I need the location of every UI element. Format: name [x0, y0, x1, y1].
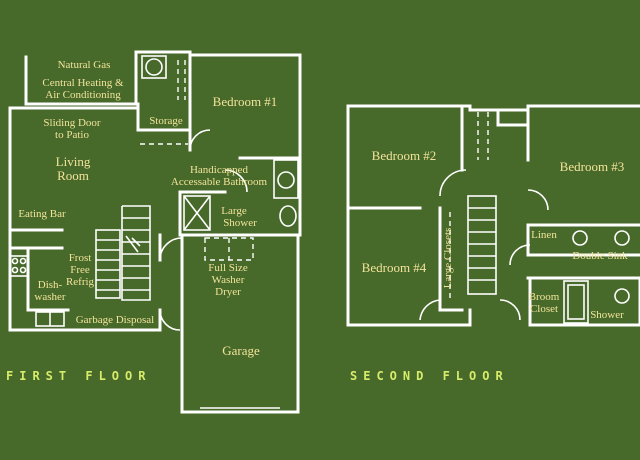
burner-icon [11, 257, 19, 265]
water-heater-icon [145, 58, 163, 76]
shower-label: Shower [590, 309, 624, 321]
door-swing [159, 309, 181, 331]
door-swing [499, 299, 521, 321]
storage-label: Storage [149, 115, 183, 127]
sink-icon [572, 230, 588, 246]
linen-label: Linen [531, 229, 557, 241]
bathtub [563, 280, 589, 324]
refrigerator-label-line1: Frost [69, 252, 92, 264]
garbage-disposal-label: Garbage Disposal [76, 314, 155, 326]
sink-icon [277, 171, 295, 189]
natural-gas-label: Natural Gas [58, 59, 111, 71]
tub [273, 159, 299, 199]
stair-block [121, 205, 151, 301]
door-swing [189, 129, 211, 151]
sink-icon [614, 230, 630, 246]
eating-bar-label: Eating Bar [18, 208, 66, 220]
washer-dryer-label-line2: Washer [212, 274, 245, 286]
wall [8, 106, 162, 332]
double-sink-label: Double Sink [572, 250, 628, 262]
living-room-label-line2: Room [57, 168, 89, 183]
stair-block [467, 195, 497, 295]
second-floor-plan [346, 104, 640, 327]
door-swing [419, 299, 441, 321]
door-swing [159, 237, 183, 261]
door-swing [509, 244, 531, 266]
sliding-door-label-line2: to Patio [55, 129, 89, 141]
door-swing [527, 189, 549, 211]
living-room-label-line1: Living [56, 154, 91, 169]
large-closets-label: Large Closets [442, 228, 454, 289]
handicap-bath-label-line2: Accessable Bathroom [171, 176, 268, 188]
large-shower-label-line1: Large [221, 205, 247, 217]
refrigerator-label-line3: Refrig [66, 276, 95, 288]
first-floor-labels: Natural Gas Central Heating & Air Condit… [18, 59, 277, 358]
stair-treads [122, 217, 150, 291]
heating-label-line2: Air Conditioning [45, 89, 121, 101]
water-heater-closet [141, 55, 167, 79]
bedroom-4-label: Bedroom #4 [362, 260, 427, 275]
wall [346, 104, 472, 327]
stair-block [95, 229, 121, 299]
first-floor-plan [8, 50, 302, 414]
garage-label: Garage [222, 343, 260, 358]
broom-closet-label-line1: Broom [529, 291, 560, 303]
wall [496, 108, 530, 127]
kitchen-counter [8, 228, 70, 312]
washer-dryer-label-line3: Dryer [215, 286, 241, 298]
toilet-icon [279, 205, 297, 227]
large-shower [183, 195, 211, 231]
burner-icon [19, 257, 27, 265]
heating-label-line1: Central Heating & [42, 77, 124, 89]
dishwasher-label-line2: washer [34, 291, 65, 303]
bathtub-inner [567, 284, 585, 320]
wall [526, 223, 640, 257]
wall [24, 50, 192, 132]
washer-dryer-label-line1: Full Size [208, 262, 248, 274]
stair-arrow [125, 235, 141, 253]
door-swing [224, 169, 248, 193]
toilet-icon [614, 288, 630, 304]
wall [180, 233, 300, 414]
closet-rod [477, 112, 489, 160]
second-floor-labels: Bedroom #2 Bedroom #3 Bedroom #4 Large C… [362, 148, 628, 321]
second-floor-title: SECOND FLOOR [350, 369, 509, 383]
wall [346, 104, 640, 112]
broom-closet-label-line2: Closet [530, 303, 558, 315]
dishwasher-label-line1: Dish- [38, 279, 63, 291]
stove [9, 255, 29, 277]
handicap-bath-label-line1: Handicapped [190, 164, 249, 176]
wall [438, 206, 464, 312]
wall [178, 156, 302, 237]
refrigerator-label-line2: Free [70, 264, 90, 276]
door-swing [439, 169, 467, 197]
sliding-door-label-line1: Sliding Door [43, 117, 100, 129]
first-floor-title: FIRST FLOOR [6, 369, 151, 383]
wall [460, 104, 530, 172]
shower-cross [183, 195, 211, 231]
large-shower-label-line2: Shower [223, 217, 257, 229]
burner-icon [11, 266, 19, 274]
wall [526, 276, 640, 327]
bedroom-2-label: Bedroom #2 [372, 148, 437, 163]
bedroom-1-label: Bedroom #1 [213, 94, 278, 109]
closet-rod [177, 60, 186, 100]
burner-icon [19, 266, 27, 274]
stair-treads [96, 239, 120, 291]
bedroom-3-label: Bedroom #3 [560, 159, 625, 174]
stair-treads [468, 207, 496, 281]
